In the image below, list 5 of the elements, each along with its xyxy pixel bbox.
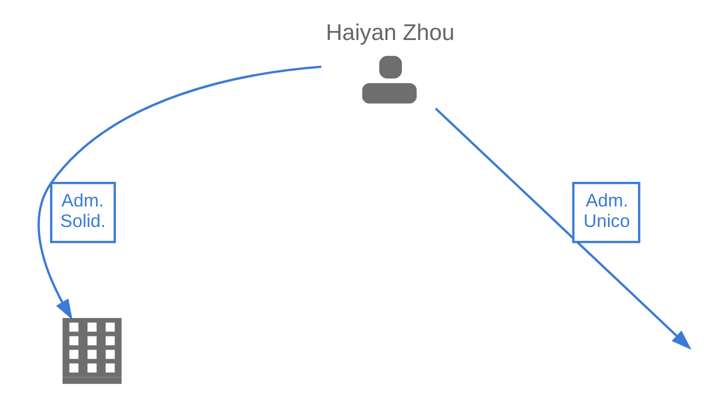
edge-label: Adm. Unico <box>584 190 630 232</box>
node-label: Haiyan Zhou <box>326 18 455 45</box>
arrow <box>38 66 322 320</box>
edge-label: Adm. Solid. <box>60 190 106 232</box>
arrow <box>434 108 692 350</box>
